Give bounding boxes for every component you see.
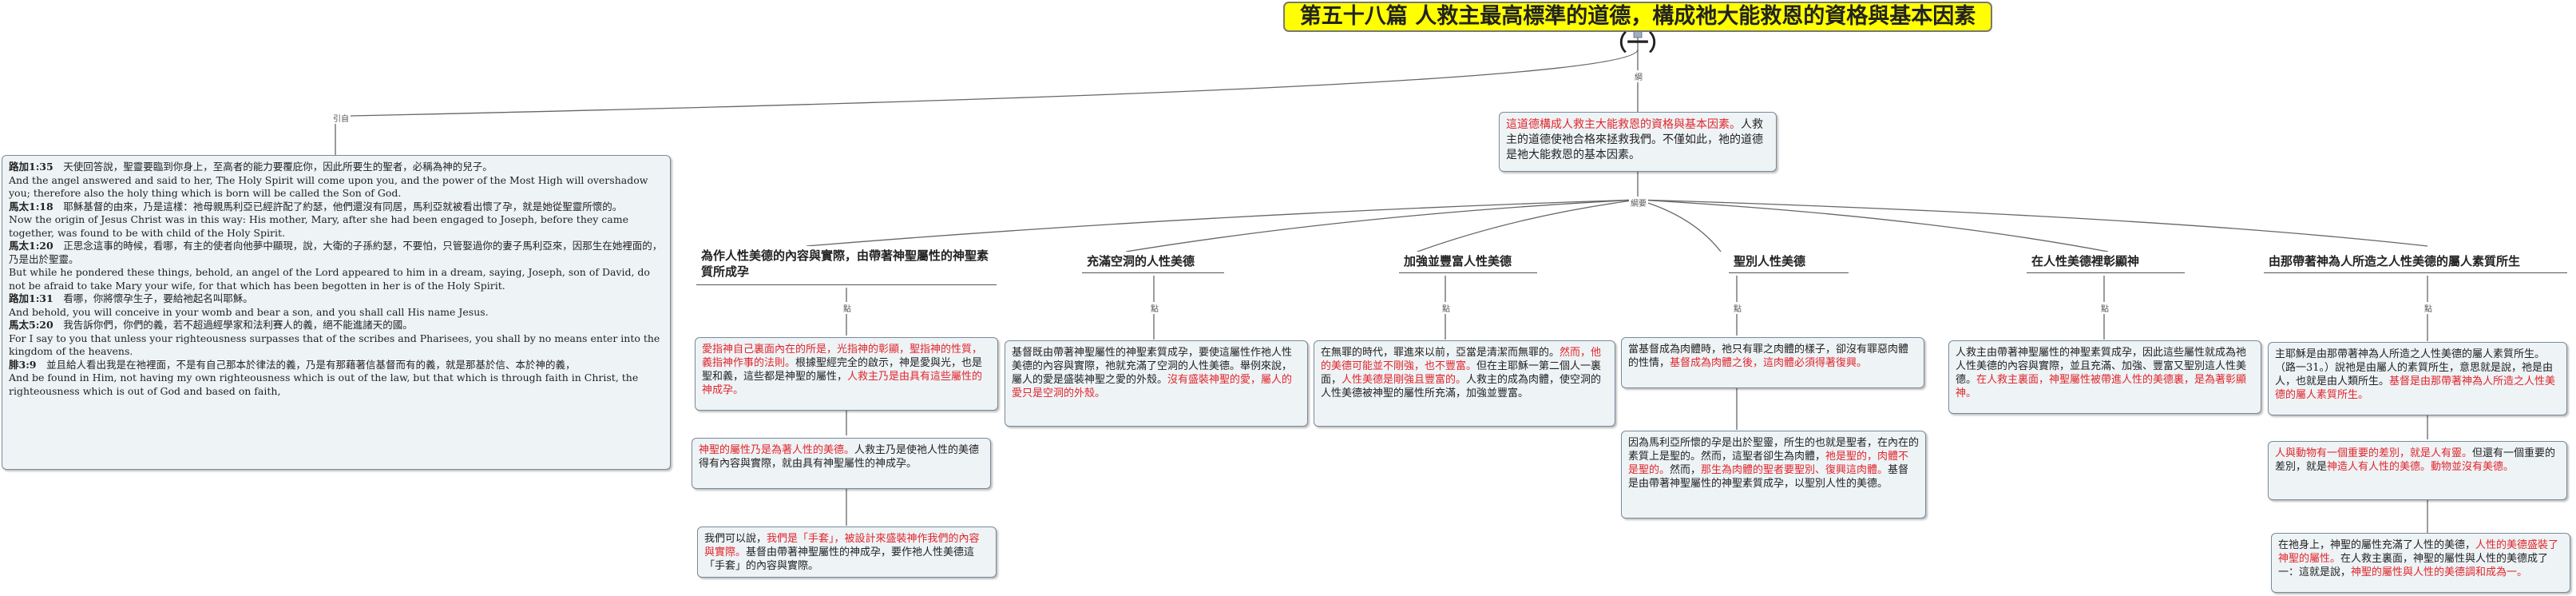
- edge-label-point-6: 點: [2423, 302, 2434, 314]
- category-underline-6: [2264, 272, 2567, 273]
- category-header-1: 為作人性美德的內容與實際，由帶著神聖屬性的神聖素質所成孕: [696, 246, 1000, 281]
- category-header-2: 充滿空洞的人性美德: [1082, 252, 1226, 271]
- scripture-text: But while he pondered these things, beho…: [9, 266, 650, 292]
- scripture-entry: Now the origin of Jesus Christ was in th…: [9, 213, 664, 240]
- scripture-text: 耶穌基督的由來，乃是這樣：祂母親馬利亞已經許配了約瑟，他們還沒有同居，馬利亞就被…: [53, 200, 623, 213]
- cat1-note-3: 我們可以說，我們是「手套」，被設計來盛裝神作我們的內容與實際。基督由帶著神聖屬性…: [697, 526, 997, 578]
- edge-label-outline: 綱: [1633, 70, 1644, 82]
- cat4-note-2: 因為馬利亞所懷的孕是出於聖靈，所生的也就是聖者，在內在的素質上是聖的。然而，這聖…: [1621, 431, 1926, 519]
- edge-label-point-5: 點: [2099, 302, 2110, 314]
- scripture-entry: And the angel answered and said to her, …: [9, 174, 664, 201]
- scripture-text: And the angel answered and said to her, …: [9, 173, 648, 200]
- scripture-ref: 路加1:35: [9, 161, 54, 173]
- category-underline-2: [1082, 272, 1224, 273]
- category-underline-4: [1729, 272, 1849, 273]
- cat6-note-1: 主耶穌是由那帶著神為人所造之人性美德的屬人素質所生。（路一31。）說祂是由屬人的…: [2268, 342, 2567, 415]
- cat1-note-1: 愛指神自己裏面內在的所是，光指神的彰顯，聖指神的性質，義指神作事的法則。根據聖經…: [695, 337, 998, 411]
- scripture-ref: 馬太1:20: [9, 240, 54, 252]
- scripture-entry: And behold, you will conceive in your wo…: [9, 306, 664, 320]
- cat2-note: 基督既由帶著神聖屬性的神聖素質成孕，要使這屬性作祂人性美德的內容與實際，祂就充滿…: [1005, 340, 1308, 427]
- edge-label-cite: 引自: [331, 112, 351, 124]
- scripture-entry: 馬太5:20 我告訴你們，你們的義，若不超過經學家和法利賽人的義，絕不能進諸天的…: [9, 319, 664, 332]
- scripture-text: And behold, you will conceive in your wo…: [9, 305, 489, 318]
- scripture-entry: But while he pondered these things, beho…: [9, 266, 664, 292]
- edge-label-point-3: 點: [1441, 302, 1452, 314]
- summary-red-text: 這道德構成人救主大能救恩的資格與基本因素。: [1506, 118, 1741, 131]
- scripture-text: 並且給人看出我是在祂裡面，不是有自己那本於律法的義，乃是有那藉著信基督而有的義，…: [36, 358, 576, 371]
- scripture-text: For I say to you that unless your righte…: [9, 332, 660, 358]
- category-header-3: 加強並豐富人性美德: [1399, 252, 1539, 271]
- edge-label-main: 綱要: [1629, 197, 1648, 209]
- category-underline-5: [2027, 272, 2185, 273]
- scripture-ref: 馬太5:20: [9, 319, 54, 331]
- summary-text: 人救主的道德使祂合格來拯救我們。不僅如此，祂的道德是祂大能救恩的基本因素。: [1506, 118, 1763, 161]
- page-title: 第五十八篇 人救主最高標準的道德，構成祂大能救恩的資格與基本因素（一）: [1283, 2, 1992, 56]
- scripture-entry: 路加1:31 看哪，你將懷孕生子，要給祂起名叫耶穌。: [9, 292, 664, 306]
- scripture-text: Now the origin of Jesus Christ was in th…: [9, 213, 629, 239]
- category-header-5: 在人性美德裡彰顯神: [2027, 252, 2186, 271]
- scripture-ref: 腓3:9: [9, 358, 37, 371]
- scripture-entry: 腓3:9 並且給人看出我是在祂裡面，不是有自己那本於律法的義，乃是有那藉著信基督…: [9, 359, 664, 372]
- category-header-4: 聖別人性美德: [1729, 252, 1849, 271]
- scripture-entry: For I say to you that unless your righte…: [9, 332, 664, 359]
- scripture-ref: 馬太1:18: [9, 200, 54, 213]
- cat6-note-3: 在祂身上，神聖的屬性充滿了人性的美德，人性的美德盛裝了神聖的屬性。在人救主裏面，…: [2271, 533, 2570, 593]
- summary-box: 這道德構成人救主大能救恩的資格與基本因素。人救主的道德使祂合格來拯救我們。不僅如…: [1499, 112, 1777, 172]
- scripture-entry: 馬太1:18 耶穌基督的由來，乃是這樣：祂母親馬利亞已經許配了約瑟，他們還沒有同…: [9, 201, 664, 214]
- category-underline-1: [696, 284, 997, 285]
- edge-label-point-2: 點: [1149, 302, 1160, 314]
- scripture-text: 看哪，你將懷孕生子，要給祂起名叫耶穌。: [53, 292, 253, 304]
- scripture-ref: 路加1:31: [9, 292, 54, 304]
- cat1-note-2: 神聖的屬性乃是為著人性的美德。人救主乃是使祂人性的美德得有內容與實際，就由具有神…: [692, 438, 991, 489]
- scripture-text: 我告訴你們，你們的義，若不超過經學家和法利賽人的義，絕不能進諸天的國。: [53, 319, 413, 331]
- category-header-6: 由那帶著神為人所造之人性美德的屬人素質所生: [2264, 252, 2567, 271]
- edge-label-point-1: 點: [842, 302, 853, 314]
- cat3-note: 在無罪的時代，罪進來以前，亞當是清潔而無罪的。然而，他的美德可能並不剛強，也不豐…: [1314, 340, 1615, 427]
- cat5-note: 人救主由帶著神聖屬性的神聖素質成孕，因此這些屬性就成為祂人性美德的內容與實際，並…: [1948, 340, 2261, 414]
- scripture-text: 天使回答說，聖靈要臨到你身上，至高者的能力要覆庇你，因此所要生的聖者，必稱為神的…: [53, 161, 493, 173]
- scripture-entry: And be found in Him, not having my own r…: [9, 372, 664, 398]
- scripture-text: 正思念這事的時候，看哪，有主的使者向他夢中顯現，說，大衛的子孫約瑟，不要怕，只管…: [9, 240, 663, 265]
- cat4-note-1: 當基督成為肉體時，祂只有罪之肉體的樣子，卻沒有罪惡肉體的性情，基督成為肉體之後，…: [1621, 337, 1924, 388]
- cat6-note-2: 人與動物有一個重要的差別，就是人有靈。但還有一個重要的差別，就是神造人有人性的美…: [2268, 441, 2567, 500]
- scripture-entry: 路加1:35 天使回答說，聖靈要臨到你身上，至高者的能力要覆庇你，因此所要生的聖…: [9, 161, 664, 174]
- scripture-box: 路加1:35 天使回答說，聖靈要臨到你身上，至高者的能力要覆庇你，因此所要生的聖…: [2, 155, 671, 470]
- scripture-entry: 馬太1:20 正思念這事的時候，看哪，有主的使者向他夢中顯現，說，大衛的子孫約瑟…: [9, 240, 664, 266]
- edge-label-point-4: 點: [1732, 302, 1743, 314]
- category-underline-3: [1399, 272, 1537, 273]
- scripture-text: And be found in Him, not having my own r…: [9, 372, 639, 397]
